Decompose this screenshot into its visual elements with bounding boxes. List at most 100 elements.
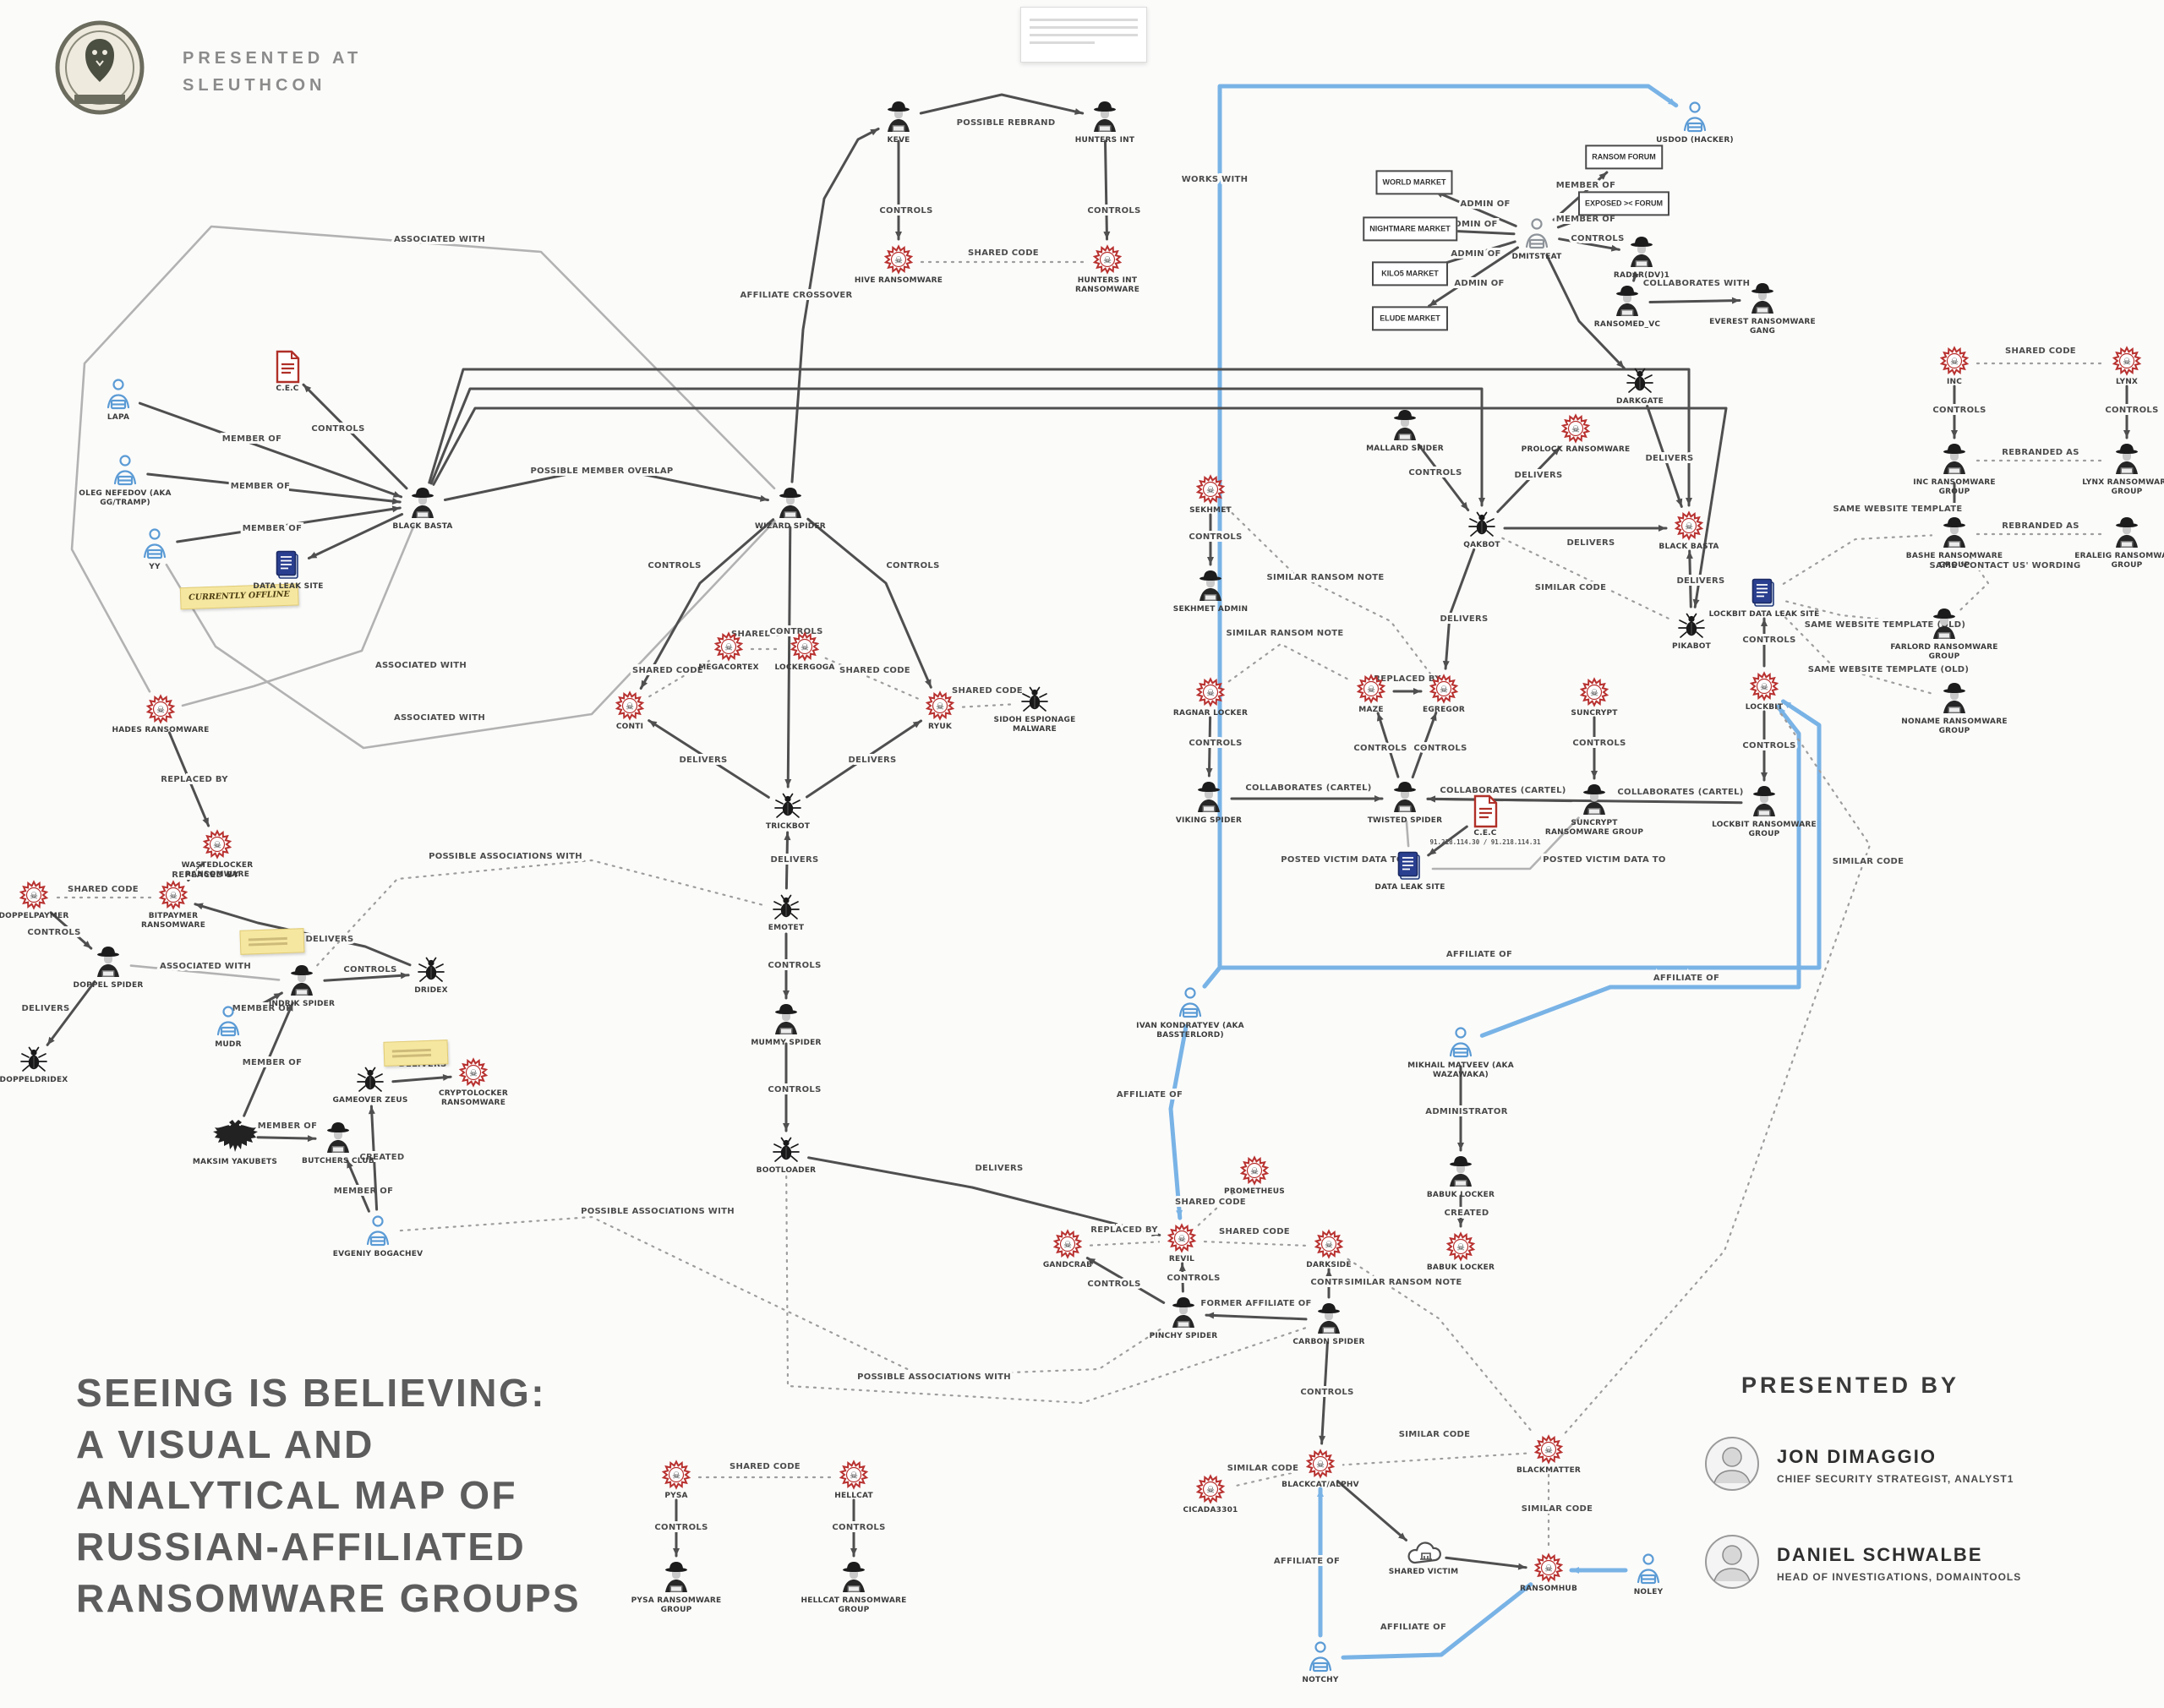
edge-qakbot-pikabot [1501, 537, 1672, 621]
node-label: SUNCRYPT RANSOMWARE GROUP [1544, 819, 1644, 837]
node-keve: KEVE [842, 100, 955, 145]
presenter-name: JON DIMAGGIO [1777, 1445, 1937, 1467]
edge-label: CONTROLS [1310, 1278, 1363, 1287]
edge-label: ADMIN OF [1451, 249, 1500, 259]
svg-text:☠: ☠ [1544, 1445, 1553, 1456]
edge-bootloader-revil [807, 1156, 1161, 1237]
edge-label: SIMILAR CODE [1399, 1430, 1470, 1439]
node-label: SEKHMET [1189, 506, 1232, 515]
svg-text:☠: ☠ [2123, 357, 2131, 368]
node-trickbot: TRICKBOT [731, 791, 844, 832]
node-label: DATA LEAK SITE [253, 582, 324, 591]
edge-label: WORKS WITH [1182, 175, 1249, 184]
node-label: BITPAYMER RANSOMWARE [140, 912, 206, 930]
edge-label: CONTROLS [27, 928, 80, 937]
svg-text:☠: ☠ [1206, 485, 1215, 496]
edge-label: CONTROLS [343, 965, 396, 974]
svg-text:☠: ☠ [672, 1471, 680, 1482]
node-label: HIVE RANSOMWARE [854, 276, 943, 285]
edge-label: SHARED CODE [968, 248, 1039, 258]
person-blue-icon [1592, 1552, 1705, 1587]
node-label: NONAME RANSOMWARE GROUP [1901, 718, 2008, 735]
node-ryuk: ☠RYUK [883, 690, 997, 732]
bug-icon [374, 955, 488, 985]
edge-label: POSSIBLE REBRAND [957, 118, 1056, 128]
edge-label: DELIVERS [21, 1004, 69, 1013]
node-label: LOCKBIT [1745, 703, 1784, 712]
node-label: DMITSTEAT [1511, 253, 1562, 261]
hacker-icon [1152, 780, 1265, 816]
edge-label: DELIVERS [770, 855, 818, 865]
node-label: YY [149, 563, 161, 571]
bug-icon [978, 685, 1091, 715]
svg-text:☠: ☠ [1760, 682, 1768, 693]
bug-icon [1425, 510, 1538, 540]
edge-label: POSTED VICTIM DATA TO [1281, 855, 1403, 865]
node-label: BLACK BASTA [1659, 543, 1719, 551]
edge-label: MEMBER OF [243, 1058, 302, 1067]
node-babuk: ☠BABUK LOCKER [1404, 1231, 1517, 1273]
node-babuk_admin: BABUK LOCKER [1404, 1154, 1517, 1200]
node-label: PINCHY SPIDER [1149, 1332, 1218, 1340]
node-ransomhub: ☠RANSOMHUB [1492, 1552, 1605, 1594]
bug-icon [0, 1045, 90, 1075]
hacker-icon [1048, 100, 1161, 135]
node-megacortex: ☠MEGACORTEX [672, 630, 785, 673]
gear-icon: ☠ [1154, 676, 1267, 708]
node-twisted_spider: TWISTED SPIDER [1348, 780, 1462, 826]
edge-oleg-black_basta_group [146, 472, 402, 505]
edge-label: COLLABORATES WITH [1643, 279, 1751, 288]
market-box-label: KILO5 MARKET [1372, 261, 1448, 286]
edge-label: MEMBER OF [258, 1121, 317, 1131]
gear-icon: ☠ [117, 879, 230, 911]
sticky-note [239, 928, 305, 955]
edge-lockbit_dls-noname_group [1779, 611, 1934, 695]
node-label: HUNTERS INT RANSOMWARE [1074, 276, 1140, 294]
svg-text:☠: ☠ [801, 642, 809, 653]
edge-label: POSSIBLE ASSOCIATIONS WITH [581, 1207, 735, 1216]
edge-ivan-revil [1168, 1024, 1189, 1220]
gear-icon: ☠ [1264, 1448, 1377, 1480]
node-label: MAZE [1358, 706, 1384, 714]
edge-black_basta_group-pikabot [432, 407, 1728, 608]
node-label: HELLCAT RANSOMWARE GROUP [801, 1596, 907, 1614]
node-emotet: EMOTET [730, 892, 843, 933]
node-noley: NOLEY [1592, 1552, 1705, 1597]
edge-black_basta_group-dls_left [307, 513, 404, 559]
gear-icon: ☠ [1519, 412, 1632, 445]
edge-emotet-trickbot [784, 831, 791, 890]
node-label: PIKABOT [1672, 642, 1711, 651]
edge-dmitsteat-elude_market [1428, 246, 1519, 308]
gear-icon: ☠ [842, 243, 955, 276]
node-label: HADES RANSOMWARE [112, 726, 210, 734]
node-hunters_int: HUNTERS INT [1048, 100, 1161, 145]
edge-radar_dv1-ransomed_vc [1632, 272, 1639, 282]
svg-text:☠: ☠ [894, 255, 903, 266]
node-label: OLEG NEFEDOV (AKA GG/TRAMP) [79, 489, 172, 507]
bug-icon [1583, 366, 1697, 396]
hacker-icon [245, 963, 358, 999]
node-label: LYNX RANSOMWARE GROUP [2082, 478, 2164, 496]
edge-suncrypt_group-twisted_spider [1426, 795, 1573, 803]
svg-text:☠: ☠ [1063, 1240, 1072, 1251]
hacker-icon [1898, 516, 2011, 551]
market-box-label: WORLD MARKET [1375, 170, 1453, 195]
hacker-icon [1348, 780, 1462, 816]
title-line: ANALYTICAL MAP OF [76, 1473, 518, 1518]
node-mummy_spider: MUMMY SPIDER [730, 1002, 843, 1048]
edge-label: CONTROLS [311, 424, 364, 434]
node-pikabot: PIKABOT [1635, 611, 1748, 652]
edge-label: SAME WEBSITE TEMPLATE (OLD) [1805, 620, 1966, 630]
edge-mikhail-lockbit [1479, 704, 1801, 1038]
node-dridex: DRIDEX [374, 955, 488, 996]
edge-label: MEMBER OF [231, 482, 290, 491]
person-blue-icon [1134, 985, 1247, 1021]
edge-label: CONTROLS [1189, 739, 1242, 748]
hacker-icon [620, 1560, 733, 1596]
edge-label: REBRANDED AS [2002, 521, 2079, 531]
hacker-icon [1127, 1296, 1240, 1331]
node-bogachev: EVGENIY BOGACHEV [321, 1214, 434, 1259]
gear-icon: ☠ [1154, 1473, 1267, 1505]
edge-revil-prometheus [1197, 1187, 1239, 1226]
